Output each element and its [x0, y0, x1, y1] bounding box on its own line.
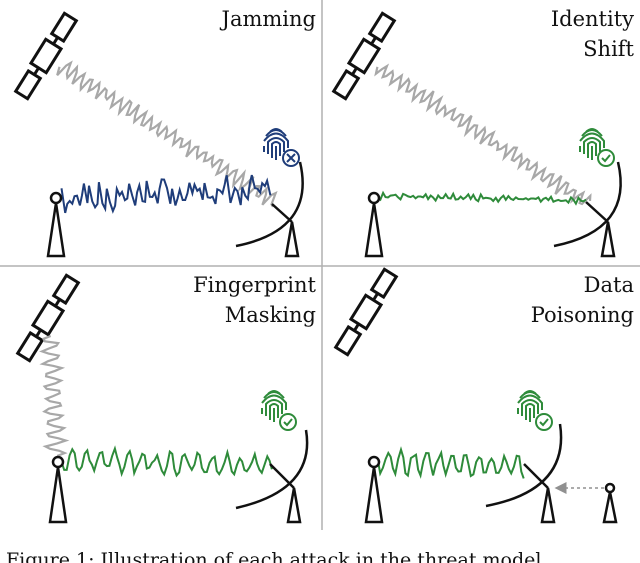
satellite-signal — [56, 60, 278, 208]
legit-signal — [377, 190, 587, 206]
cross-badge-icon — [282, 149, 300, 167]
panel-title-jamming-1: Jamming — [220, 7, 316, 31]
dish-receiver-icon — [485, 423, 563, 524]
dish-receiver-icon — [235, 161, 304, 258]
ground-antenna-icon — [364, 455, 384, 524]
satellite-signal — [39, 334, 70, 457]
panel-title-fingerprint-masking-2: Masking — [225, 303, 316, 327]
figure-caption: Figure 1: Illustration of each attack in… — [6, 549, 548, 563]
satellite-icon — [331, 11, 397, 101]
satellite-signal — [374, 63, 592, 206]
ground-antenna-icon — [602, 482, 618, 524]
dish-receiver-icon — [553, 161, 622, 258]
check-badge-icon — [279, 413, 297, 431]
ground-antenna-icon — [46, 191, 66, 258]
check-badge-icon — [597, 149, 615, 167]
legit-signal — [60, 445, 273, 478]
panel-fingerprint-masking: Fingerprint Masking — [15, 273, 317, 524]
panel-data-poisoning: Data Poisoning — [333, 267, 634, 524]
satellite-icon — [15, 273, 81, 363]
ground-antenna-icon — [48, 455, 68, 524]
panel-jamming: Jamming — [13, 7, 316, 258]
legit-signal — [377, 446, 525, 479]
panel-title-data-poisoning-2: Poisoning — [531, 303, 634, 327]
satellite-icon — [13, 11, 79, 101]
check-badge-icon — [535, 413, 553, 431]
satellite-icon — [333, 267, 399, 357]
threat-model-figure: Jamming Identity Shift — [0, 0, 640, 530]
panel-title-identity-shift-2: Shift — [583, 37, 634, 61]
dish-receiver-icon — [235, 429, 309, 524]
ground-antenna-icon — [364, 191, 384, 258]
panel-identity-shift: Identity Shift — [331, 7, 635, 258]
jamming-signal — [60, 174, 272, 214]
panel-title-data-poisoning-1: Data — [584, 273, 634, 297]
panel-title-fingerprint-masking-1: Fingerprint — [193, 273, 316, 297]
panel-title-identity-shift-1: Identity — [551, 7, 634, 31]
